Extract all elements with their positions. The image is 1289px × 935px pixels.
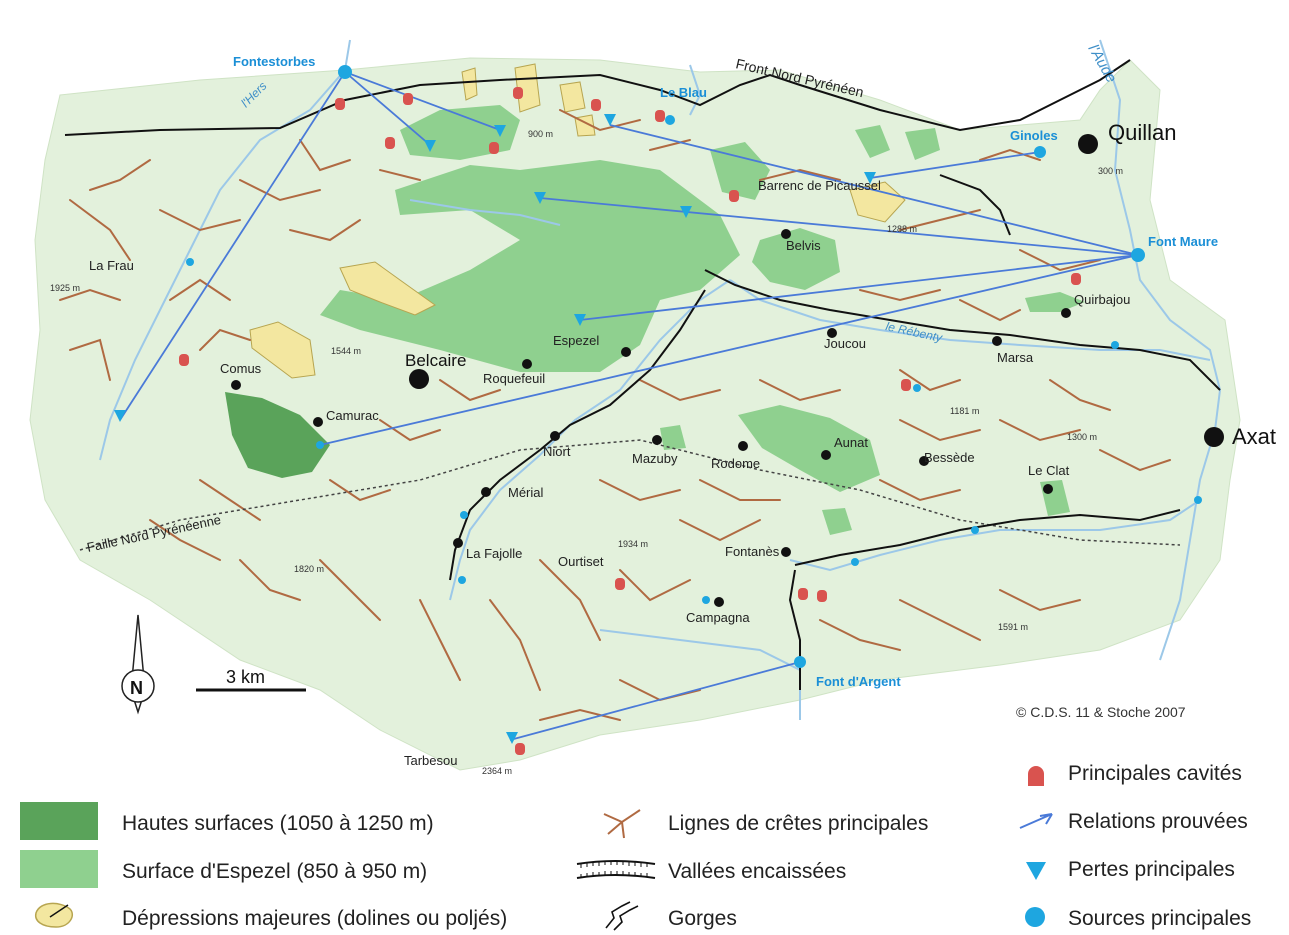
legend-label-sources: Sources principales [1068, 907, 1252, 930]
legend-label-high-surfaces: Hautes surfaces (1050 à 1250 m) [122, 812, 434, 835]
cave-label-barrenc: Barrenc de Picaussel [758, 178, 881, 193]
town-label-comus: Comus [220, 361, 262, 376]
river-label-aude: l'Aude [1085, 42, 1120, 86]
espezel-surface-belvis [752, 228, 840, 290]
town-label-belvis: Belvis [786, 238, 821, 253]
legend-swatch-losses [1026, 862, 1046, 880]
map-area [29, 57, 1241, 771]
sources [186, 65, 1202, 668]
town-label-niort: Niort [543, 444, 571, 459]
altitude-1544: 1544 m [331, 346, 361, 356]
spring-label-fontestorbes: Fontestorbes [233, 54, 315, 69]
town-label-rodome: Rodome [711, 456, 760, 471]
losses [114, 114, 876, 744]
town-label-fontanes: Fontanès [725, 544, 780, 559]
espezel-surface-rodome [738, 405, 880, 492]
altitude-900: 900 m [528, 129, 553, 139]
legend-label-depressions: Dépressions majeures (dolines ou poljés) [122, 907, 508, 930]
legend-swatch-cavities [1028, 766, 1044, 786]
high-surface-camurac [225, 392, 330, 478]
town-label-espezel: Espezel [553, 333, 599, 348]
altitude-300: 300 m [1098, 166, 1123, 176]
espezel-surface-quirbajou [1025, 292, 1085, 312]
town-label-belcaire: Belcaire [405, 351, 466, 370]
legend-label-ridges: Lignes de crêtes principales [668, 812, 929, 835]
altitude-2364: 2364 m [482, 766, 512, 776]
altitude-1288: 1288 m [887, 224, 917, 234]
legend-swatch-sources [1025, 907, 1045, 927]
legend-swatch-valleys [576, 860, 656, 879]
altitude-1934: 1934 m [618, 539, 648, 549]
town-label-lafrau: La Frau [89, 258, 134, 273]
legend-label-valleys: Vallées encaissées [668, 860, 847, 883]
espezel-surface-ne3 [905, 128, 940, 160]
north-pyrenean-front [64, 59, 1131, 136]
spring-label-ginoles: Ginoles [1010, 128, 1058, 143]
legend: Hautes surfaces (1050 à 1250 m) Surface … [0, 762, 1289, 935]
legend-swatch-high-surfaces [20, 802, 98, 840]
town-label-lafajolle: La Fajolle [466, 546, 522, 561]
ridges [59, 109, 1171, 721]
altitude-1300: 1300 m [1067, 432, 1097, 442]
legend-swatch-gorges [605, 901, 639, 931]
town-label-aunat: Aunat [834, 435, 868, 450]
town-label-axat: Axat [1232, 424, 1276, 449]
town-label-marsa: Marsa [997, 350, 1034, 365]
scale-bar: 3 km [196, 667, 306, 692]
legend-swatch-ridges [603, 809, 641, 839]
town-label-roquefeuil: Roquefeuil [483, 371, 545, 386]
town-label-bessede: Bessède [924, 450, 975, 465]
altitude-1181: 1181 m [950, 406, 979, 416]
altitude-1925: 1925 m [50, 283, 80, 293]
karst-map[interactable]: Quillan Axat Belcaire Comus Camurac Roqu… [0, 0, 1289, 790]
town-label-tarbesou: Tarbesou [404, 753, 457, 768]
north-pyrenean-fault [79, 439, 1181, 551]
north-arrow: N [121, 614, 155, 715]
legend-label-espezel: Surface d'Espezel (850 à 950 m) [122, 860, 428, 883]
depressions [249, 63, 906, 379]
town-label-mazuby: Mazuby [632, 451, 678, 466]
altitude-1820: 1820 m [294, 564, 324, 574]
legend-swatch-espezel [20, 850, 98, 888]
proven-relations [119, 71, 1139, 741]
espezel-surface-ne1 [710, 142, 770, 200]
legend-label-gorges: Gorges [668, 907, 737, 930]
altitude-1591: 1591 m [998, 622, 1028, 632]
spring-label-fontmaure: Font Maure [1148, 234, 1218, 249]
north-label: N [130, 678, 143, 698]
espezel-surface [320, 160, 740, 372]
town-label-quillan: Quillan [1108, 120, 1176, 145]
espezel-surface-ne2 [855, 125, 890, 158]
town-label-campagna: Campagna [686, 610, 750, 625]
town-label-camurac: Camurac [326, 408, 379, 423]
legend-label-relations: Relations prouvées [1068, 810, 1248, 833]
town-label-leclat: Le Clat [1028, 463, 1070, 478]
copyright: © C.D.S. 11 & Stoche 2007 [1016, 704, 1186, 720]
legend-swatch-depression [34, 902, 74, 928]
legend-label-cavities: Principales cavités [1068, 762, 1242, 785]
espezel-surface-south [822, 508, 852, 535]
town-label-ourtiset: Ourtiset [558, 554, 604, 569]
towns [231, 134, 1224, 607]
spring-label-leblau: Le Blau [660, 85, 707, 100]
town-label-joucou: Joucou [824, 336, 866, 351]
espezel-surface-mazuby [660, 425, 686, 450]
town-label-merial: Mérial [508, 485, 544, 500]
town-label-quirbajou: Quirbajou [1074, 292, 1130, 307]
cavities [179, 87, 1081, 755]
spring-label-fontdargent: Font d'Argent [816, 674, 901, 689]
scale-label: 3 km [226, 667, 265, 687]
legend-label-losses: Pertes principales [1068, 858, 1235, 881]
legend-swatch-relations [1019, 813, 1053, 829]
